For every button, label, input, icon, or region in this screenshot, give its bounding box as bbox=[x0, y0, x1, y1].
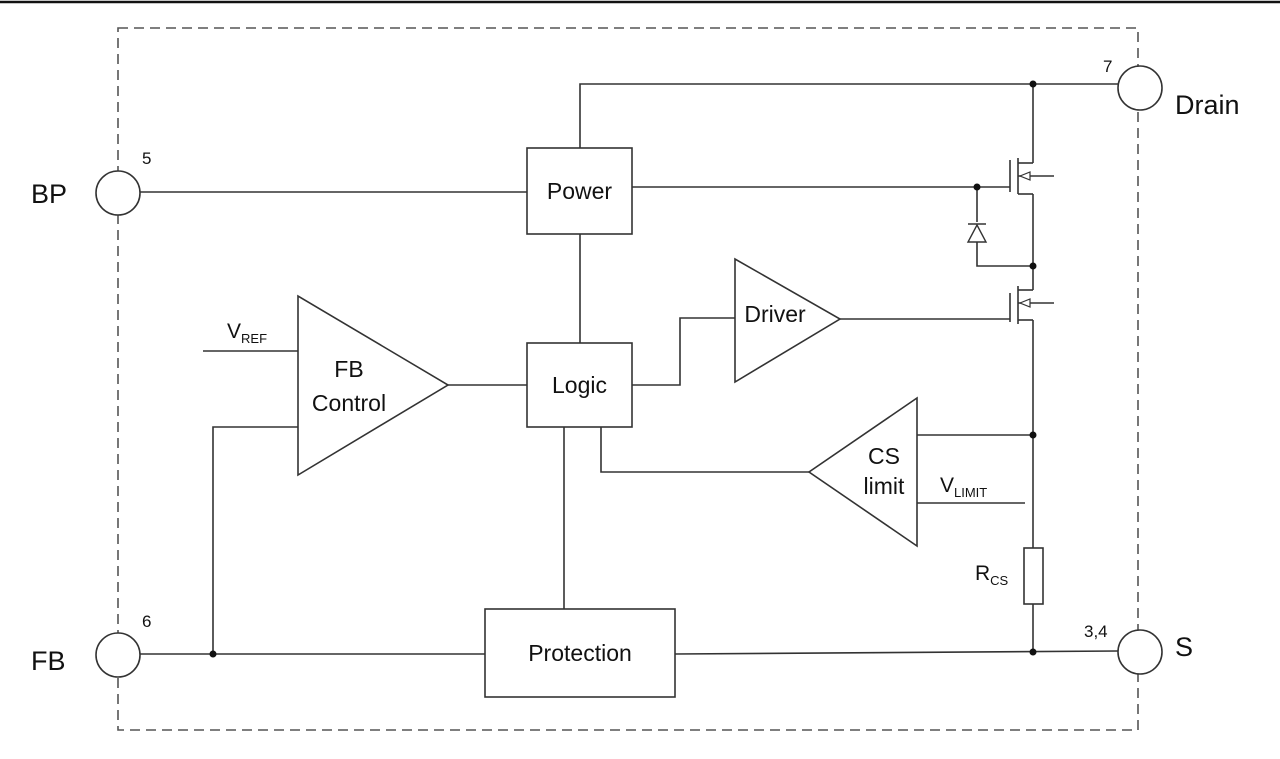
power-label: Power bbox=[547, 178, 613, 204]
wire-protection-s bbox=[674, 650, 1119, 655]
vref-sub: REF bbox=[241, 331, 267, 346]
upper-mosfet bbox=[1009, 84, 1054, 266]
pin-fb-label: FB bbox=[31, 646, 66, 676]
cs-limit-label-line2: limit bbox=[864, 473, 905, 499]
wire-logic-driver bbox=[632, 317, 735, 386]
vref-main: V bbox=[227, 320, 241, 343]
pin-bp-label: BP bbox=[31, 179, 67, 209]
cs-limit-comparator bbox=[807, 396, 918, 548]
pin-fb-number: 6 bbox=[142, 612, 151, 631]
vlimit-sub: LIMIT bbox=[954, 485, 987, 500]
rcs-sub: CS bbox=[990, 573, 1008, 588]
cs-limit-label-line1: CS bbox=[868, 443, 900, 469]
sense-resistor bbox=[1023, 547, 1044, 605]
logic-block bbox=[526, 342, 633, 428]
rcs-label: RCS bbox=[975, 562, 1009, 588]
rcs-main: R bbox=[975, 562, 990, 585]
junction-dots bbox=[209, 80, 1037, 658]
lower-mosfet-arrow-icon bbox=[1018, 298, 1031, 308]
pin-s-number: 3,4 bbox=[1084, 622, 1108, 641]
driver-label: Driver bbox=[744, 301, 806, 327]
fb-control-label-line2: Control bbox=[312, 390, 386, 416]
pin-drain-label: Drain bbox=[1175, 90, 1240, 120]
vref-label: VREF bbox=[227, 320, 267, 346]
power-block bbox=[526, 147, 633, 235]
logic-label: Logic bbox=[552, 372, 607, 398]
protection-label: Protection bbox=[528, 640, 632, 666]
wire-fb-fbcontrol bbox=[212, 426, 298, 654]
fb-control-label-line1: FB bbox=[334, 356, 363, 382]
package-outline bbox=[117, 27, 1139, 731]
fb-control-amplifier bbox=[297, 294, 450, 477]
protection-block bbox=[484, 608, 676, 698]
vlimit-main: V bbox=[940, 474, 954, 497]
pin-bp-number: 5 bbox=[142, 149, 151, 168]
lower-mosfet bbox=[1009, 266, 1054, 324]
wire-drain-rail bbox=[579, 83, 1118, 148]
diode-icon bbox=[966, 223, 988, 243]
vlimit-label: VLIMIT bbox=[940, 474, 987, 500]
pin-s-label: S bbox=[1175, 632, 1193, 662]
wire-cslimit-logic bbox=[600, 427, 809, 473]
pin-drain-number: 7 bbox=[1103, 57, 1112, 76]
pin-bp bbox=[95, 170, 141, 216]
driver-amplifier bbox=[734, 257, 842, 384]
pin-s bbox=[1117, 629, 1163, 675]
clamp-diode bbox=[966, 187, 1033, 267]
pin-drain bbox=[1117, 65, 1163, 111]
wires bbox=[140, 83, 1119, 655]
pin-fb bbox=[95, 632, 141, 678]
upper-mosfet-arrow-icon bbox=[1018, 171, 1031, 181]
